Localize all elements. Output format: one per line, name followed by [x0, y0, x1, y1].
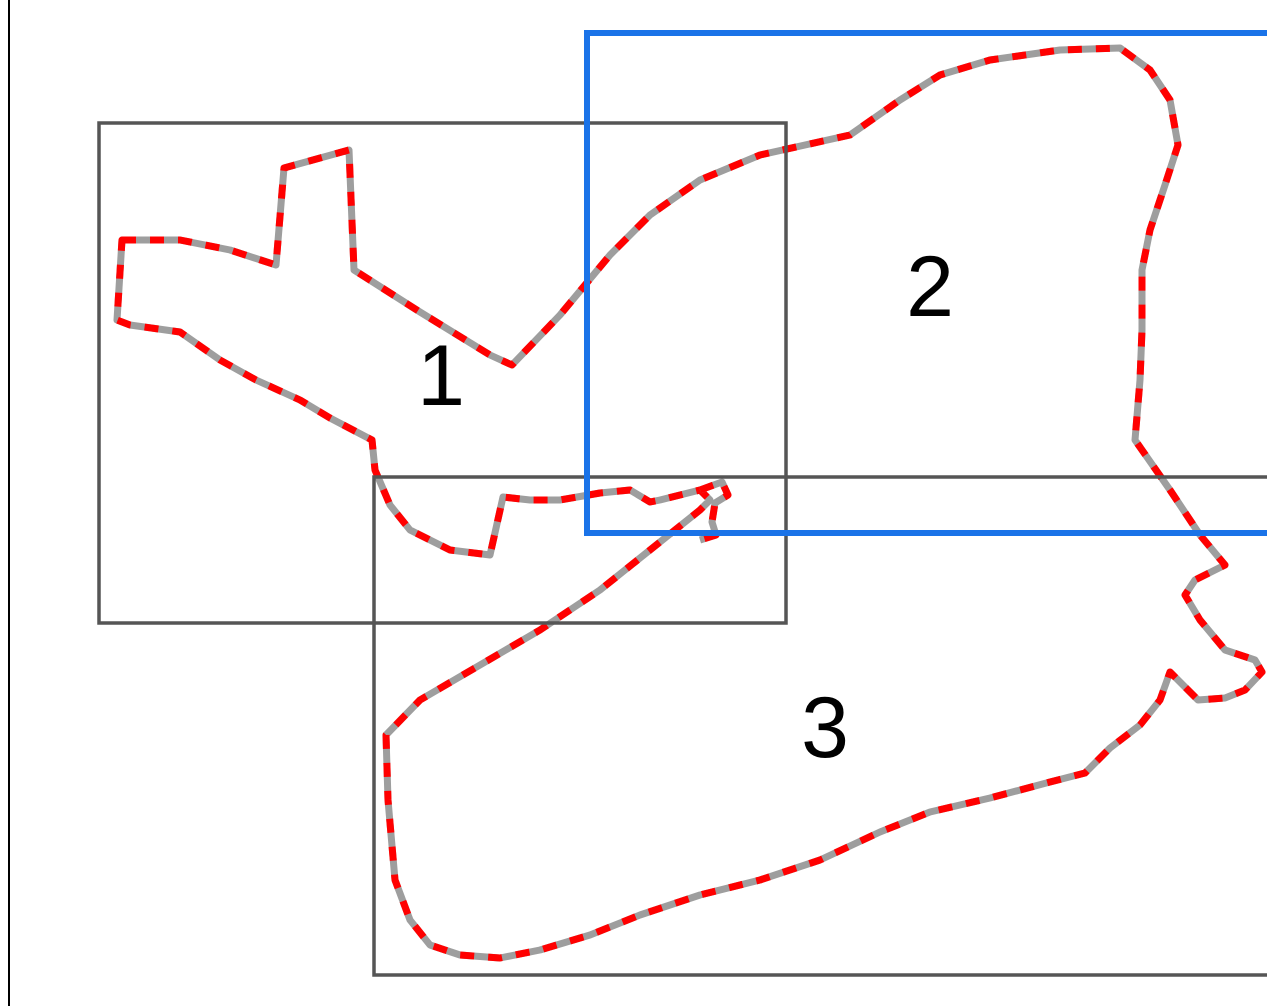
outline-dashes	[113, 44, 1266, 962]
region-1-label: 1	[417, 328, 465, 424]
region-3-box[interactable]	[372, 475, 1267, 977]
region-outlines	[113, 44, 1266, 962]
region-2-label: 2	[906, 239, 954, 335]
region-2-box-selected[interactable]	[584, 30, 1267, 536]
region-1-box[interactable]	[97, 121, 788, 625]
region-3-label: 3	[801, 680, 849, 776]
